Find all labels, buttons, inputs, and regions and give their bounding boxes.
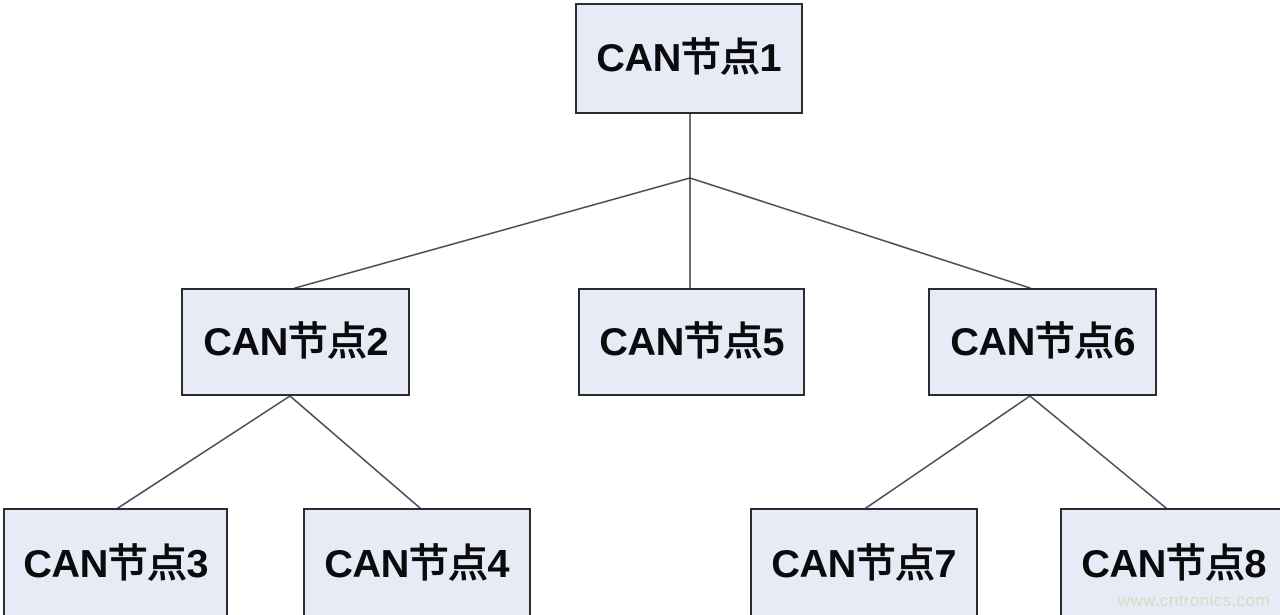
node-can-2[interactable]: CAN节点2 bbox=[181, 288, 410, 396]
edge-node6-to-node8 bbox=[1028, 394, 1168, 510]
node-can-8[interactable]: CAN节点8 bbox=[1060, 508, 1280, 615]
node-label: CAN节点3 bbox=[23, 542, 208, 586]
node-label: CAN节点8 bbox=[1081, 542, 1267, 586]
node-label: CAN节点2 bbox=[203, 320, 388, 364]
node-label: CAN节点1 bbox=[596, 37, 782, 80]
node-label: CAN节点4 bbox=[324, 542, 510, 586]
node-can-5[interactable]: CAN节点5 bbox=[578, 288, 805, 396]
node-can-3[interactable]: CAN节点3 bbox=[3, 508, 228, 615]
edge-node1-to-node6 bbox=[688, 176, 1032, 290]
node-label: CAN节点7 bbox=[771, 542, 957, 586]
edge-node2-to-node3 bbox=[116, 394, 292, 510]
node-can-7[interactable]: CAN节点7 bbox=[750, 508, 978, 615]
node-label: CAN节点5 bbox=[599, 320, 784, 364]
edge-node1-to-node2 bbox=[294, 177, 691, 289]
node-can-1[interactable]: CAN节点1 bbox=[575, 3, 803, 114]
node-label: CAN节点6 bbox=[950, 320, 1135, 364]
edge-node6-to-node7 bbox=[864, 394, 1032, 510]
node-can-6[interactable]: CAN节点6 bbox=[928, 288, 1157, 396]
edge-node2-to-node4 bbox=[288, 394, 422, 510]
node-can-4[interactable]: CAN节点4 bbox=[303, 508, 531, 615]
